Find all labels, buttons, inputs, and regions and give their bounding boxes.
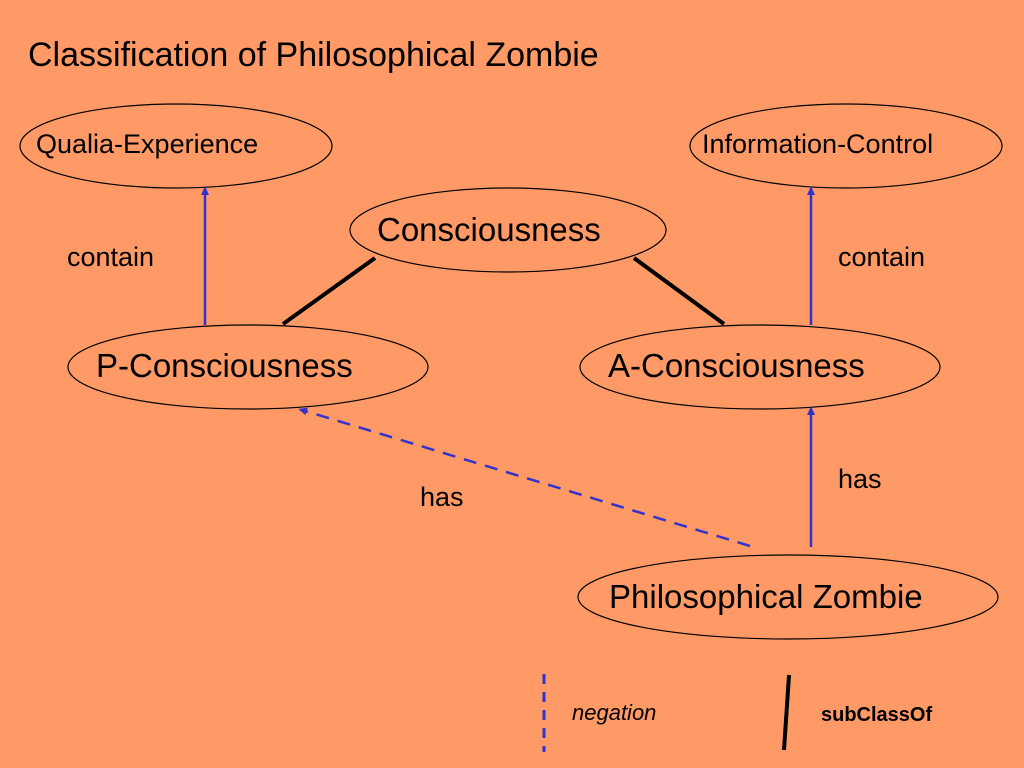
node-consciousness — [349, 187, 667, 273]
edge-label-contain-left: contain — [67, 242, 155, 272]
node-qualia-experience — [19, 103, 333, 189]
node-label-consciousness: Consciousness — [377, 211, 601, 248]
node-label-a-consciousness: A-Consciousness — [608, 347, 865, 384]
node-philosophical-zombie — [577, 554, 999, 640]
edge-label-contain-right: contain — [838, 242, 926, 272]
subclass-line-a-consciousness — [632, 256, 726, 326]
node-a-consciousness — [579, 324, 941, 410]
has-negation-arrow-p-consciousness — [298, 407, 751, 548]
page-title: Classification of Philosophical Zombie — [28, 36, 599, 74]
node-label-philosophical-zombie: Philosophical Zombie — [609, 578, 923, 615]
legend-subclass-label: subClassOf — [821, 704, 933, 726]
subclass-line-p-consciousness — [281, 256, 377, 326]
node-information-control — [689, 103, 1003, 189]
node-label-p-consciousness: P-Consciousness — [96, 347, 353, 384]
node-label-qualia-experience: Qualia-Experience — [36, 129, 259, 159]
legend-subclass-line — [782, 674, 791, 751]
node-label-information-control: Information-Control — [702, 129, 934, 159]
edge-label-has-right: has — [838, 464, 882, 494]
edge-label-has-negation: has — [420, 482, 464, 512]
legend-negation-label: negation — [572, 700, 657, 725]
node-p-consciousness — [67, 324, 429, 410]
